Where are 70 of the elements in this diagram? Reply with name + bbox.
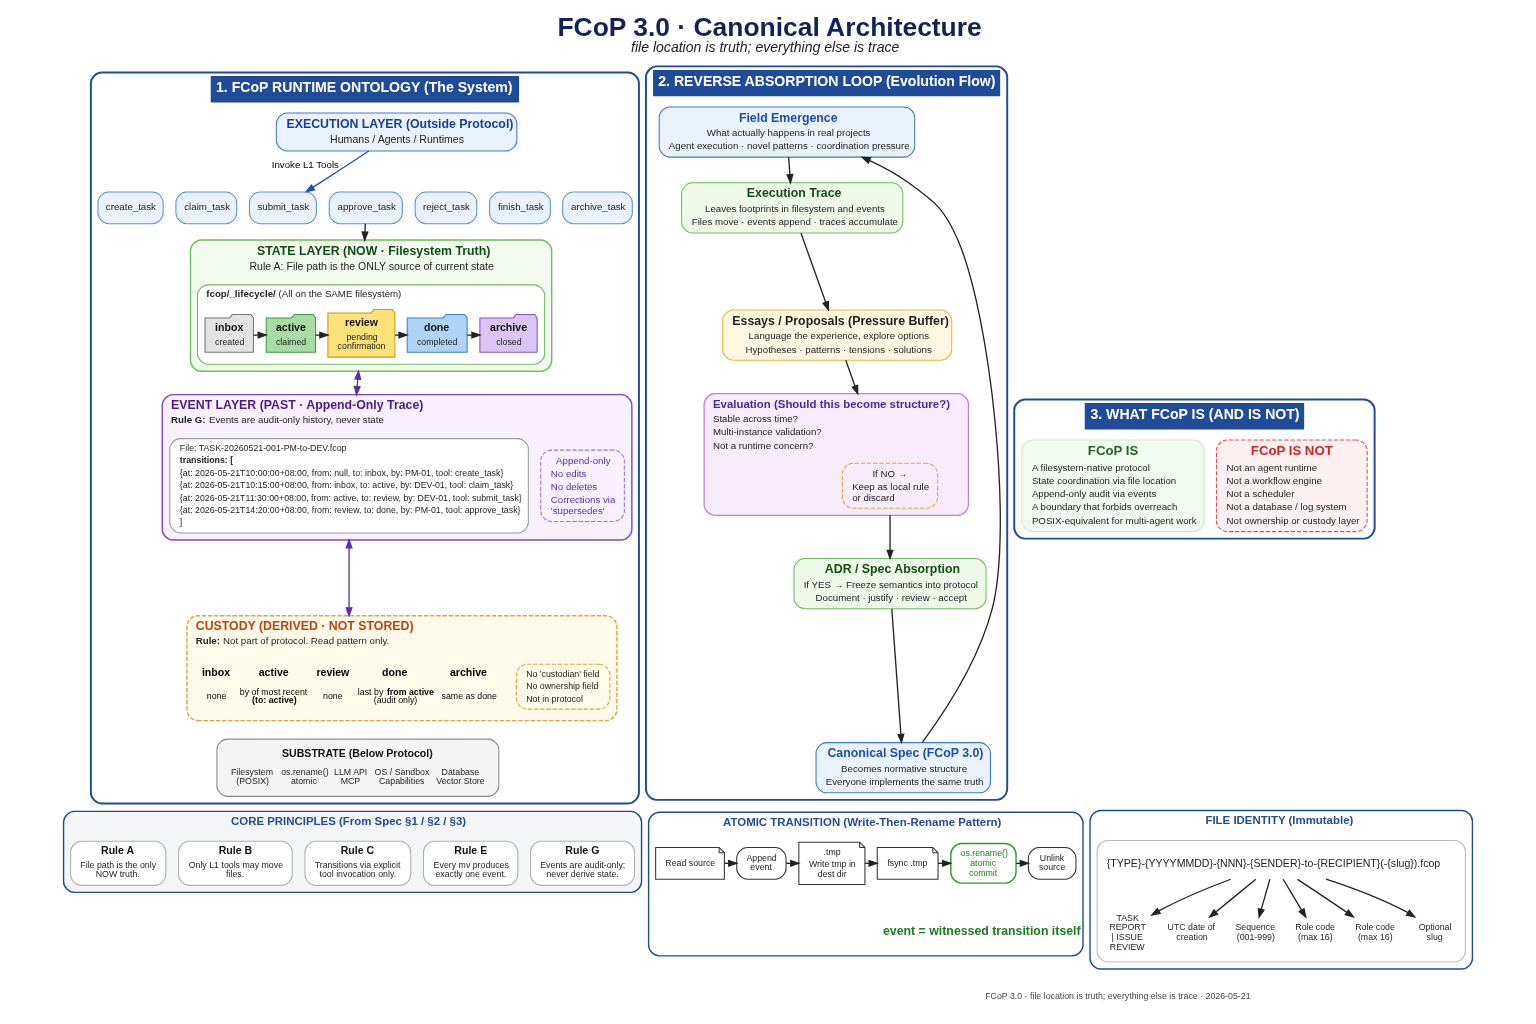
node-box: finish_task xyxy=(489,191,551,225)
label: none xyxy=(206,691,227,702)
node-box: create_task xyxy=(97,191,164,225)
node-box: EXECUTION LAYER (Outside Protocol) Humans / Agents / Runtimes xyxy=(275,112,518,152)
arrow xyxy=(1257,878,1271,919)
node-box: submit_task xyxy=(248,191,317,225)
node-box: Rule C Transitions via explicit tool invocation only. xyxy=(304,840,412,886)
arrow xyxy=(315,331,330,339)
node-box: File: TASK-20260521-001-PM-to-DEV.fcop transitions: [ {at: 2026-05-21T10:00:00+08:00, from: null, to: inbox, by: PM-01, tool: create_task} {at: 2026-05-21T10:15:00+08:00, from: inbox, to: active, by: DEV-01, tool: claim_task} {at: 2026-05-21T11:30:00+08:00, from: active, to: review, by: DEV-01, tool: submit_task} {at: 2026-05-21T14:20:00+08:00, from: review, to: done, by: PM-01, tool: approve_task} ] xyxy=(169,438,529,534)
arrow xyxy=(394,331,409,339)
arrow xyxy=(304,150,370,193)
label: active xyxy=(258,665,289,678)
node-box: FCoP IS NOT Not an agent runtime Not a workflow engine Not a scheduler Not a database / log system Not ownership or custody layer xyxy=(1215,439,1368,533)
node-box: Rule G Events are audit-only; never derive state. xyxy=(530,840,636,886)
arrow xyxy=(1296,878,1356,919)
diagram-title: FCoP 3.0 · Canonical Architecture xyxy=(557,11,982,42)
node-box: reject_task xyxy=(414,191,478,225)
arrow xyxy=(860,156,1001,744)
label: last by from active (audit only) xyxy=(357,686,434,706)
node-box: claim_task xyxy=(175,191,238,225)
node-box: Rule B Only L1 tools may move files. xyxy=(178,840,293,886)
node-box: No 'custodian' field No ownership field Not in protocol xyxy=(515,663,611,710)
caption: file location is truth; everything else is trace xyxy=(630,39,900,56)
node-box: Append event xyxy=(736,846,787,880)
arrow xyxy=(1208,878,1257,919)
node-box: Canonical Spec (FCoP 3.0) Becomes normative structure Everyone implements the same truth xyxy=(815,742,991,794)
arrow xyxy=(786,156,794,185)
node-text: UTC date of creation xyxy=(1167,922,1216,942)
label: done xyxy=(382,665,408,678)
edge-label: Invoke L1 Tools xyxy=(271,159,339,171)
node-box: SUBSTRATE (Below Protocol) Filesystem (POSIX) os.rename() atomic LLM API MCP OS / Sandbox Capabilities Database Vector Store xyxy=(216,738,500,797)
arrow xyxy=(1325,878,1417,918)
node-box: FCoP IS A filesystem-native protocol State coordination via file location Append-only audit via events A boundary that forbids overreach POSIX-equivalent for multi-agent work xyxy=(1021,439,1205,533)
label: FCoP 3.0 · file location is truth; everything else is trace · 2026-05-21 xyxy=(985,990,1251,1001)
node-box: Append-only No edits No deletes Corrections via 'supersedes' xyxy=(540,449,625,522)
node-box: Rule A File path is the only NOW truth. xyxy=(70,840,167,886)
arrow xyxy=(252,331,269,339)
arrow xyxy=(1150,878,1232,916)
node-box: Rule E Every mv produces exactly one event. xyxy=(422,840,519,886)
node-box: archive_task xyxy=(562,191,633,225)
label: event = witnessed transition itself xyxy=(882,924,1081,939)
node-box: Field Emergence What actually happens in real projects Agent execution · novel patterns · coordination pressure xyxy=(658,106,916,158)
node-text: Role code (max 16) xyxy=(1355,922,1395,942)
cluster xyxy=(1096,839,1466,963)
node-text: Optional slug xyxy=(1418,922,1452,942)
label: by of most recent (to: active) xyxy=(239,686,308,706)
arrow xyxy=(891,608,905,745)
node-box: approve_task xyxy=(328,191,403,225)
node-box: os.rename() atomic commit xyxy=(950,842,1017,884)
arrow xyxy=(466,331,482,339)
node-box: ADR / Spec Absorption If YES → Freeze semantics into protocol Document · justify · review · accept xyxy=(793,557,987,610)
node-text: {TYPE}-{YYYYMMDD}-{NNN}-{SENDER}-to-{RECIPIENT}(-{slug}).fcop xyxy=(1106,856,1441,869)
label: inbox xyxy=(201,665,231,678)
node-box: Essays / Proposals (Pressure Buffer) Language the experience, explore options Hypotheses · patterns · tensions · solutions xyxy=(722,309,953,361)
arrow xyxy=(800,232,830,312)
label: same as done xyxy=(441,691,497,702)
arrow xyxy=(361,223,369,242)
node-text: TASK REPORT | ISSUE REVIEW xyxy=(1109,912,1146,952)
arrow xyxy=(1282,878,1307,919)
node-text: Sequence (001-999) xyxy=(1235,922,1276,942)
arrow xyxy=(886,514,894,561)
label: archive xyxy=(449,665,487,678)
arrow xyxy=(845,359,859,396)
arrow xyxy=(345,537,353,618)
node-box: Execution Trace Leaves footprints in filesystem and events Files move · events append · traces accumulate xyxy=(681,182,904,234)
node-text: Role code (max 16) xyxy=(1295,922,1335,942)
node-box: If NO → Keep as local rule or discard xyxy=(841,462,939,509)
label: none xyxy=(323,691,343,702)
label: review xyxy=(316,665,350,678)
node-box: Unlink source xyxy=(1027,846,1077,880)
